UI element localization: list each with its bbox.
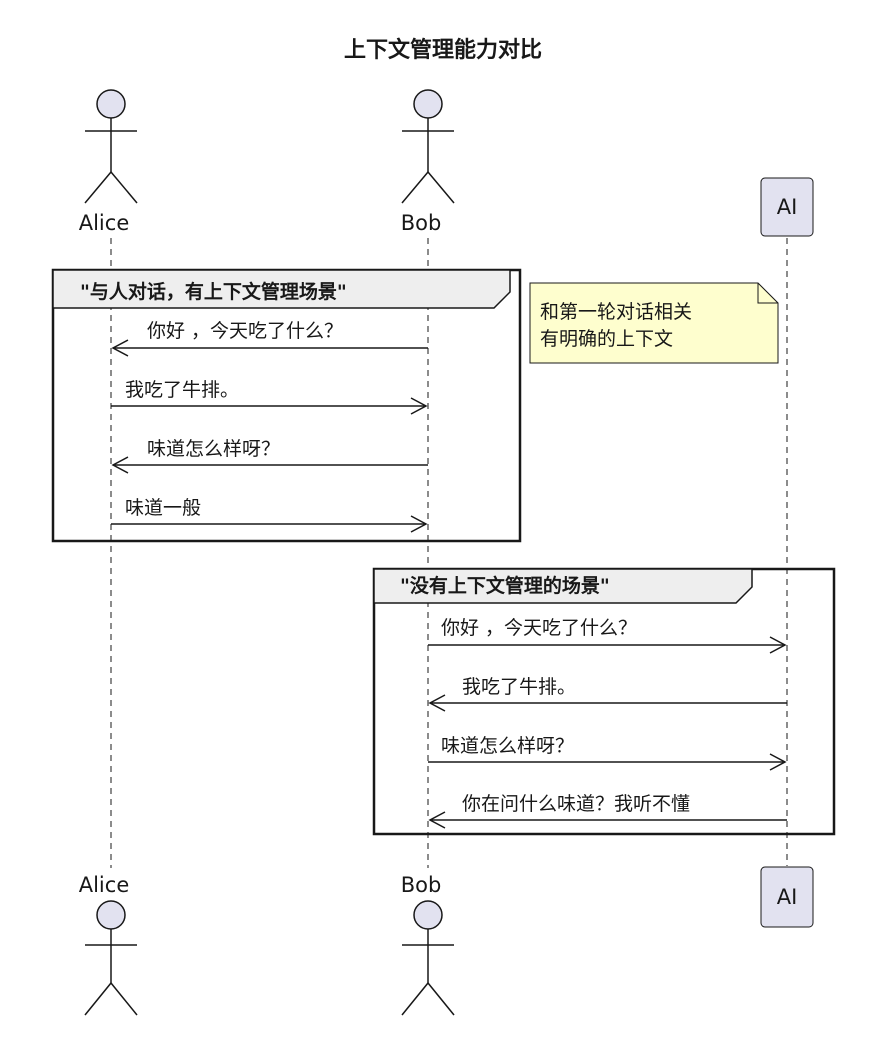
actor-alice-label-top: Alice xyxy=(79,211,130,235)
actor-alice-top xyxy=(84,89,138,204)
actor-bob-top xyxy=(401,89,455,204)
svg-text:你好 ，今天吃了什么？: 你好 ，今天吃了什么？ xyxy=(147,320,343,342)
actor-bob-label-top: Bob xyxy=(401,211,442,235)
note-line: 和第一轮对话相关 xyxy=(540,301,692,323)
message: 味道怎么样呀？ xyxy=(111,438,428,474)
note: 和第一轮对话相关 有明确的上下文 xyxy=(529,282,779,364)
message: 我吃了牛排。 xyxy=(111,379,428,415)
group-label: "与人对话，有上下文管理场景" xyxy=(80,280,347,303)
svg-text:我吃了牛排。: 我吃了牛排。 xyxy=(125,379,239,401)
message: 味道怎么样呀？ xyxy=(428,735,787,771)
actor-alice-label-bottom: Alice xyxy=(79,873,130,897)
message: 你好 ，今天吃了什么？ xyxy=(111,320,428,357)
participant-ai-top xyxy=(760,177,814,237)
group-with-context: "与人对话，有上下文管理场景" xyxy=(51,268,522,543)
svg-text:味道怎么样呀？: 味道怎么样呀？ xyxy=(147,438,280,460)
participant-ai-label-top: AI xyxy=(777,195,798,219)
actor-alice-bottom xyxy=(84,900,138,1016)
actor-bob-bottom xyxy=(401,900,455,1016)
actor-bob-label-bottom: Bob xyxy=(401,873,442,897)
svg-text:你好 ，今天吃了什么？: 你好 ，今天吃了什么？ xyxy=(441,617,637,639)
svg-text:味道怎么样呀？: 味道怎么样呀？ xyxy=(441,735,574,757)
message: 你好 ，今天吃了什么？ xyxy=(428,617,787,654)
participant-ai-label-bottom: AI xyxy=(777,885,798,909)
diagram-title: 上下文管理能力对比 xyxy=(344,37,542,63)
svg-text:味道一般: 味道一般 xyxy=(125,497,201,519)
message: 我吃了牛排。 xyxy=(428,676,787,712)
note-line: 有明确的上下文 xyxy=(540,328,673,350)
svg-text:我吃了牛排。: 我吃了牛排。 xyxy=(462,676,576,698)
participant-ai-bottom xyxy=(760,866,814,928)
svg-text:你在问什么味道？我听不懂: 你在问什么味道？我听不懂 xyxy=(462,793,690,815)
group-label: "没有上下文管理的场景" xyxy=(400,574,610,597)
message: 味道一般 xyxy=(111,497,428,533)
group-without-context: "没有上下文管理的场景" xyxy=(372,567,836,836)
message: 你在问什么味道？我听不懂 xyxy=(428,793,787,829)
